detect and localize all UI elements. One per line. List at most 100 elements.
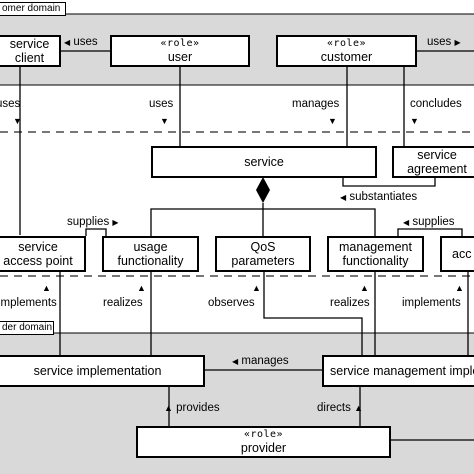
box-label: service: [9, 37, 50, 51]
relation-label: concludes: [410, 98, 462, 110]
realizes-label-right: realizes: [330, 297, 370, 310]
arrow-down-icon: ▼: [160, 116, 169, 126]
arrow-right-icon: ▶: [112, 218, 119, 227]
box-label: user: [167, 50, 193, 64]
relation-label: supplies: [412, 216, 455, 228]
substantiates-label: ◀ substantiates: [340, 191, 417, 204]
qos-parameters-box[interactable]: QoS parameters: [215, 236, 311, 272]
arrow-down-left-edge: ▼: [13, 115, 22, 128]
arrow-up-icon: ▲: [137, 283, 146, 293]
manages-label-bottom: ◀ manages: [232, 355, 289, 368]
box-label: access point: [3, 254, 73, 268]
user-role-box[interactable]: «role» user: [110, 35, 250, 67]
usage-functionality-box[interactable]: usage functionality: [102, 236, 199, 272]
relation-label: realizes: [103, 297, 143, 309]
manages-label-customer: manages: [292, 98, 339, 111]
edge-substantiates: [342, 177, 436, 187]
relation-label: uses: [0, 98, 21, 110]
arrow-up-implements-right: ▲: [455, 282, 464, 295]
box-label: agreement: [407, 162, 467, 176]
uses-label-user: uses: [149, 98, 173, 111]
relation-label: substantiates: [349, 191, 418, 203]
edge-supplies-left: [85, 228, 107, 236]
concludes-label: concludes: [410, 98, 462, 111]
box-label: functionality: [117, 254, 184, 268]
access-point-right-box[interactable]: acc: [440, 236, 474, 272]
arrow-left-icon: ◀: [64, 38, 71, 47]
service-implementation-box[interactable]: service implementation: [0, 355, 205, 387]
relation-label: uses: [427, 36, 452, 48]
provides-label: ▲ provides: [164, 402, 220, 415]
arrow-up-icon: ▲: [455, 283, 464, 293]
implements-label-right: implements: [402, 297, 461, 310]
box-label: service: [244, 155, 284, 169]
relation-label: realizes: [330, 297, 370, 309]
box-label: client: [14, 51, 45, 65]
relation-label: implements: [402, 297, 461, 309]
arrow-up-realizes-right: ▲: [360, 282, 369, 295]
supplies-label-left: supplies ▶: [67, 216, 119, 229]
role-stereotype: «role»: [160, 38, 200, 49]
box-label: service implementation: [33, 364, 162, 378]
arrow-down-icon: ▼: [410, 116, 419, 126]
customer-domain-tab: omer domain: [0, 2, 66, 16]
service-client-box[interactable]: service client: [0, 35, 61, 67]
service-agreement-box[interactable]: service agreement: [392, 146, 474, 178]
composition-diamond: [256, 177, 270, 203]
edge-supplies-right: [397, 228, 463, 236]
box-label: QoS: [250, 240, 276, 254]
relation-label: provides: [176, 402, 220, 414]
uses-label-top-right: uses ▶: [427, 36, 461, 49]
directs-label: directs ▲: [317, 402, 363, 415]
arrow-down-icon: ▼: [13, 116, 22, 126]
observes-label: observes: [208, 297, 255, 310]
uses-label-left-edge: uses: [0, 98, 20, 111]
relation-label: manages: [292, 98, 340, 110]
service-box[interactable]: service: [151, 146, 377, 178]
relation-label: uses: [73, 36, 98, 48]
customer-role-box[interactable]: «role» customer: [276, 35, 417, 67]
arrow-right-icon: ▶: [454, 38, 461, 47]
arrow-left-icon: ◀: [403, 218, 410, 227]
service-access-point-box[interactable]: service access point: [0, 236, 86, 272]
arrow-up-icon: ▲: [354, 403, 363, 413]
arrow-up-implements-left: ▲: [42, 282, 51, 295]
box-label: usage: [133, 240, 168, 254]
relation-label: supplies: [67, 216, 110, 228]
box-label: service: [18, 240, 58, 254]
arrow-left-icon: ◀: [340, 193, 347, 202]
box-label: service management implem: [330, 364, 474, 378]
provider-domain-tab: der domain: [0, 321, 54, 335]
role-stereotype: «role»: [243, 429, 284, 440]
relation-label: implements: [0, 297, 57, 309]
arrow-up-icon: ▲: [164, 403, 173, 413]
box-label: customer: [320, 50, 373, 64]
box-label: functionality: [342, 254, 409, 268]
arrow-down-user: ▼: [160, 115, 169, 128]
edge-observes: [263, 272, 363, 355]
arrow-up-icon: ▲: [42, 283, 51, 293]
arrow-down-icon: ▼: [328, 116, 337, 126]
management-functionality-box[interactable]: management functionality: [327, 236, 424, 272]
arrow-up-realizes-left: ▲: [137, 282, 146, 295]
box-label: parameters: [231, 254, 295, 268]
relation-label: observes: [208, 297, 255, 309]
role-stereotype: «role»: [326, 38, 367, 49]
box-label: acc: [452, 247, 472, 261]
service-management-implementation-box[interactable]: service management implem: [322, 355, 474, 387]
uses-label-top-left: ◀ uses: [64, 36, 98, 49]
implements-label-left: implements: [0, 297, 57, 310]
edge-composition-bar: [150, 208, 376, 236]
box-label: management: [339, 240, 412, 254]
box-label: provider: [240, 441, 287, 455]
provider-role-box[interactable]: «role» provider: [136, 426, 391, 458]
realizes-label-left: realizes: [103, 297, 143, 310]
relation-label: directs: [317, 402, 351, 414]
arrow-left-icon: ◀: [232, 357, 239, 366]
box-label: service: [417, 148, 457, 162]
arrow-down-concludes: ▼: [410, 115, 419, 128]
arrow-up-icon: ▲: [252, 283, 261, 293]
relation-label: manages: [241, 355, 289, 367]
arrow-down-manages: ▼: [328, 115, 337, 128]
relation-label: uses: [149, 98, 174, 110]
